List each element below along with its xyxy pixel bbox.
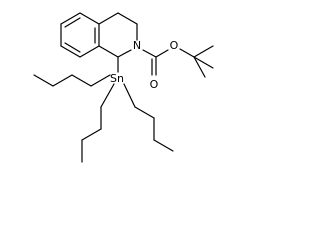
bond bbox=[90, 74, 111, 87]
boc-group bbox=[142, 45, 214, 78]
bond bbox=[98, 45, 119, 58]
atom-label-o-carbonyl: O bbox=[150, 78, 159, 91]
bond bbox=[193, 56, 206, 78]
double-bond-inner bbox=[64, 42, 81, 53]
atom-label-sn: Sn bbox=[110, 72, 124, 85]
bond bbox=[100, 83, 115, 108]
double-bond-inner bbox=[64, 17, 81, 28]
bond bbox=[60, 12, 81, 25]
bond bbox=[79, 12, 100, 25]
tributylstannyl-group bbox=[33, 56, 174, 163]
bond bbox=[81, 128, 102, 141]
bond bbox=[71, 74, 92, 87]
atom-label-o-ester: O bbox=[170, 39, 179, 52]
atom-label-n: N bbox=[133, 39, 141, 52]
bond bbox=[117, 12, 138, 25]
bond bbox=[79, 45, 100, 58]
bond bbox=[153, 139, 174, 152]
bond bbox=[52, 74, 73, 87]
bond bbox=[134, 106, 155, 119]
structure-canvas: N O O Sn bbox=[33, 12, 214, 163]
tetrahydro-ring bbox=[98, 12, 138, 58]
bond bbox=[193, 45, 214, 58]
bond bbox=[117, 49, 132, 58]
bond bbox=[123, 83, 136, 108]
bond bbox=[155, 49, 169, 58]
bond bbox=[179, 48, 195, 58]
bond bbox=[98, 12, 119, 25]
benzene-ring bbox=[60, 12, 100, 58]
bond bbox=[33, 74, 54, 87]
bond bbox=[60, 45, 81, 58]
bond bbox=[193, 56, 214, 69]
bond bbox=[142, 49, 157, 58]
molecule-drawing: N O O Sn bbox=[33, 12, 214, 163]
